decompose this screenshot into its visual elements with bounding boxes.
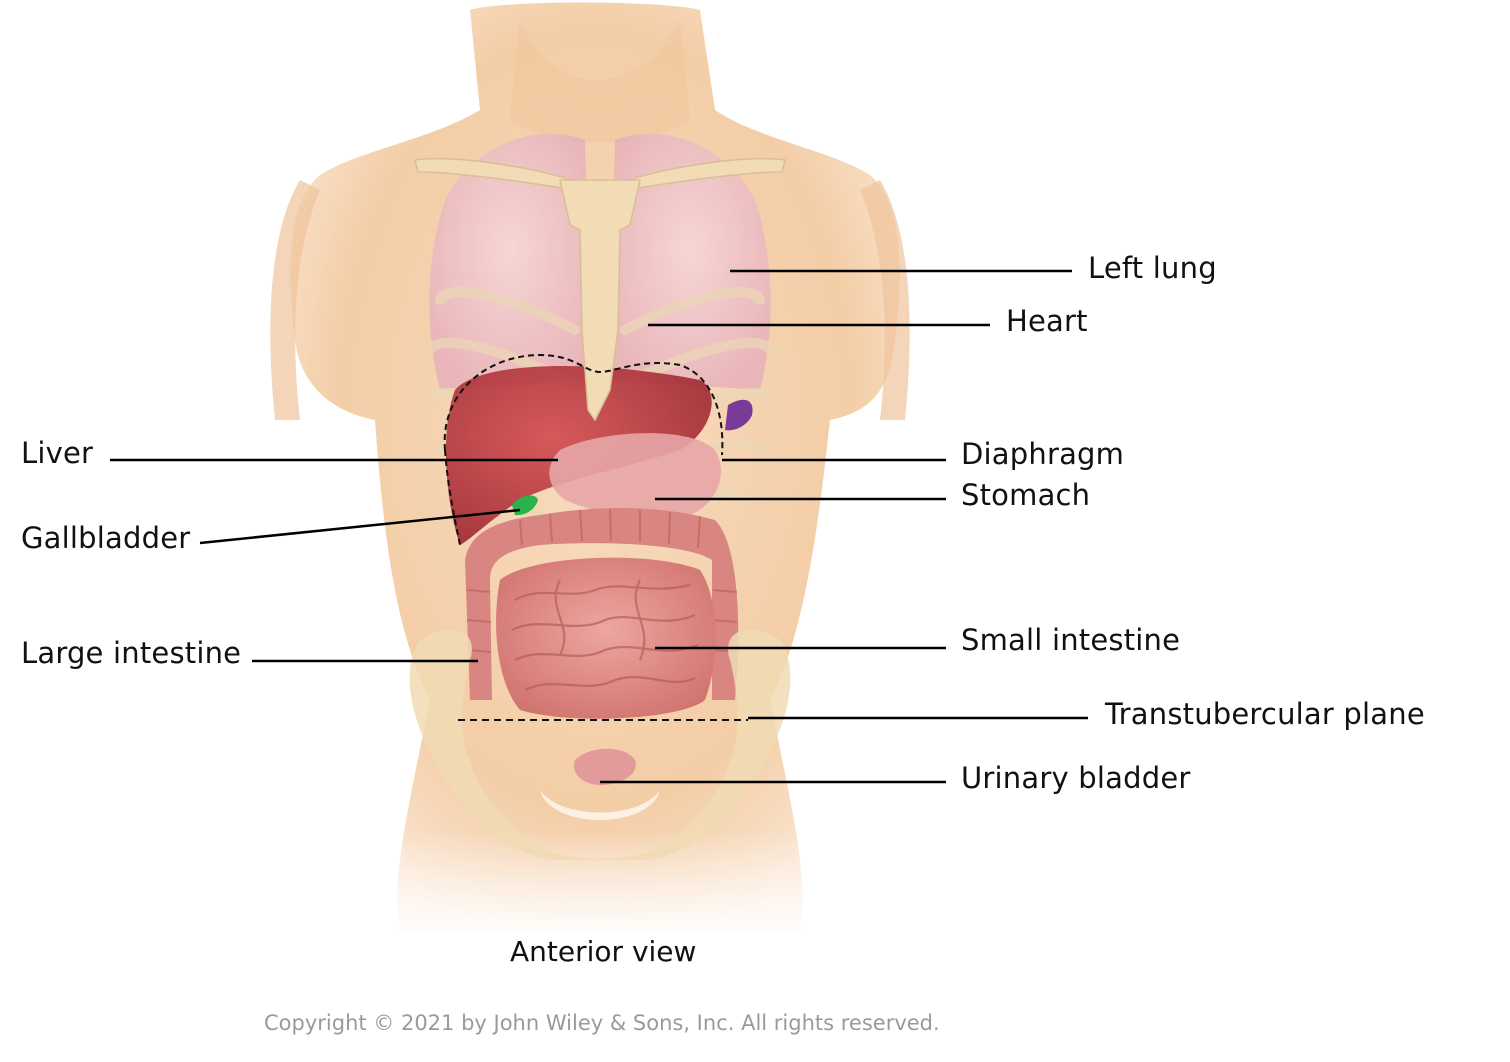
label-left-lung: Left lung — [1088, 251, 1217, 285]
leader-gallbladder — [199, 508, 521, 545]
urinary-bladder — [574, 748, 636, 785]
label-transtubercular-plane: Transtubercular plane — [1105, 697, 1425, 731]
figure-caption: Anterior view — [510, 935, 697, 968]
label-small-intestine: Small intestine — [961, 623, 1181, 657]
label-stomach: Stomach — [961, 478, 1091, 512]
diaphragm-outline — [443, 353, 724, 456]
label-urinary-bladder: Urinary bladder — [961, 761, 1191, 795]
small-intestine — [496, 557, 716, 719]
small-intestine-loops — [511, 579, 699, 691]
label-diaphragm: Diaphragm — [961, 437, 1125, 471]
stomach — [549, 433, 721, 520]
pelvis — [409, 629, 791, 860]
copyright-notice: Copyright © 2021 by John Wiley & Sons, I… — [264, 1011, 940, 1035]
large-intestine — [465, 508, 739, 700]
sternum-clavicles — [414, 157, 786, 422]
label-gallbladder: Gallbladder — [21, 521, 191, 555]
label-liver: Liver — [21, 436, 94, 470]
label-heart: Heart — [1006, 304, 1088, 338]
right-lung — [429, 133, 590, 390]
label-large-intestine: Large intestine — [21, 636, 242, 670]
liver-outline — [444, 449, 461, 546]
leader-lines — [110, 269, 1088, 784]
spleen — [725, 399, 753, 431]
colon-haustra — [466, 508, 738, 653]
